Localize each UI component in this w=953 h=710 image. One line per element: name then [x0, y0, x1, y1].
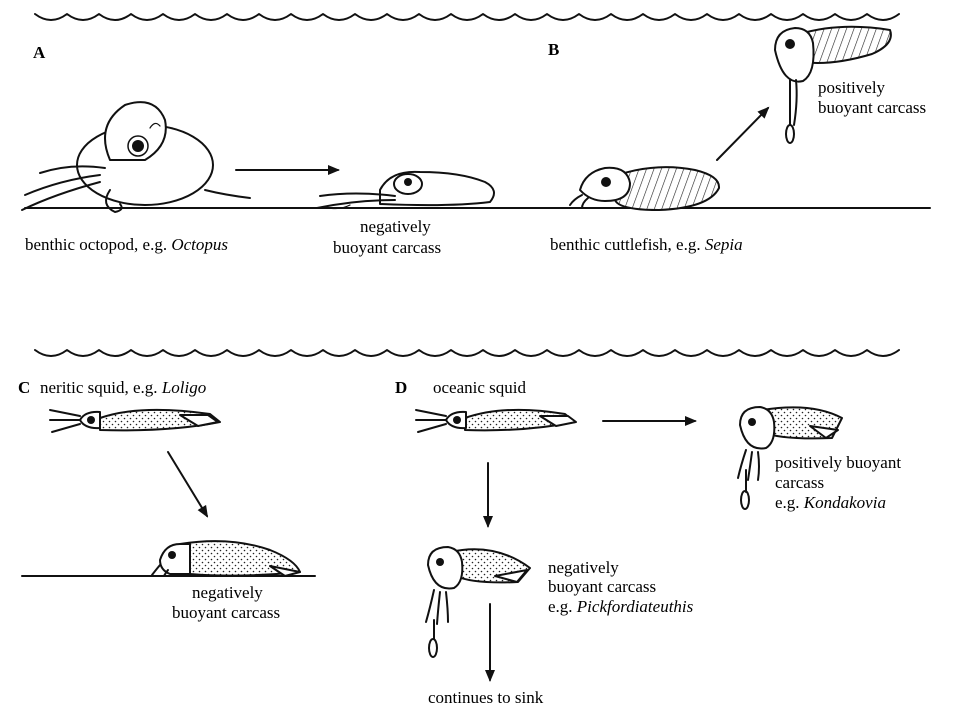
- octopus-carcass-illustration: [317, 172, 494, 209]
- svg-text:e.g. Kondakovia: e.g. Kondakovia: [775, 493, 886, 512]
- panel-a-live-label: benthic octopod, e.g. Octopus: [25, 235, 228, 254]
- panel-c-carcass-label-line1: negatively: [192, 583, 263, 602]
- panel-d-right-label-line3: e.g. Kondakovia: [775, 493, 886, 512]
- live-cuttlefish-illustration: [570, 167, 719, 210]
- svg-text:benthic cuttlefish, e.g. Sepia: benthic cuttlefish, e.g. Sepia: [550, 235, 743, 254]
- panel-letter-d: D: [395, 378, 407, 397]
- panel-c-carcass-label-line2: buoyant carcass: [172, 603, 280, 622]
- oceanic-squid-illustration: [416, 410, 576, 432]
- panel-d-right-label-line1: positively buoyant: [775, 453, 901, 472]
- panel-b-live-label: benthic cuttlefish, e.g. Sepia: [550, 235, 743, 254]
- panel-d-down-label-line1: negatively: [548, 558, 619, 577]
- arrow-b-rising: [717, 108, 768, 160]
- neritic-squid-illustration: [50, 410, 220, 432]
- panel-d-sink-label: continues to sink: [428, 688, 544, 707]
- pickfordiateuthis-carcass-illustration: [426, 547, 530, 657]
- panel-d-right-label-line2: carcass: [775, 473, 824, 492]
- panel-d-down-label-line3: e.g. Pickfordiateuthis: [548, 597, 694, 616]
- neritic-squid-carcass-illustration: [152, 541, 300, 576]
- svg-text:benthic octopod, e.g. Octopus: benthic octopod, e.g. Octopus: [25, 235, 228, 254]
- water-surface-top: [35, 14, 899, 20]
- water-surface-bottom: [35, 350, 899, 356]
- panel-b-carcass-label-line1: positively: [818, 78, 886, 97]
- arrow-c-sinking: [168, 452, 207, 516]
- svg-text:e.g. Pickfordiateuthis: e.g. Pickfordiateuthis: [548, 597, 694, 616]
- panel-a-carcass-label-line2: buoyant carcass: [333, 238, 441, 257]
- panel-d-down-label-line2: buoyant carcass: [548, 577, 656, 596]
- panel-a-carcass-label-line1: negatively: [360, 217, 431, 236]
- panel-b-carcass-label-line2: buoyant carcass: [818, 98, 926, 117]
- panel-c-title: neritic squid, e.g. Loligo: [40, 378, 206, 397]
- panel-letter-a: A: [33, 43, 46, 62]
- panel-d-title: oceanic squid: [433, 378, 526, 397]
- panel-letter-b: B: [548, 40, 559, 59]
- panel-letter-c: C: [18, 378, 30, 397]
- live-octopus-illustration: [22, 102, 250, 212]
- svg-text:neritic squid, e.g. Loligo: neritic squid, e.g. Loligo: [40, 378, 206, 397]
